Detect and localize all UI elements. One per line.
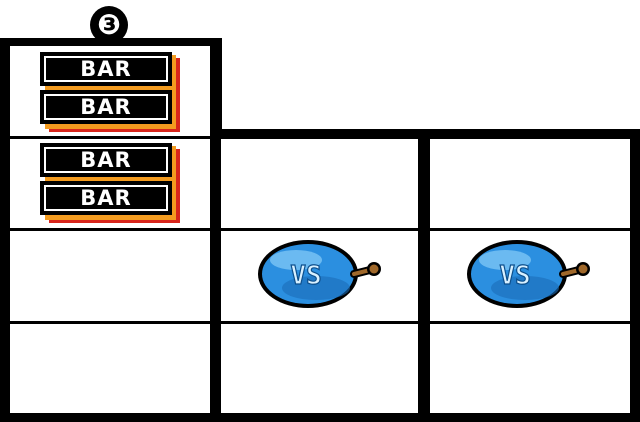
reel1-cell-3 [10,231,210,321]
bar-symbol: BAR BAR [40,52,180,132]
bar-label: BAR [80,186,132,210]
bar-label: BAR [80,148,132,172]
vs-label: VS [290,261,321,291]
bar-label: BAR [80,95,132,119]
reel2-cell-3 [221,324,418,413]
vs-bomb-icon: VS [467,240,590,308]
reel3-cell-3 [430,324,630,413]
vs-label: VS [499,261,530,291]
step-number-badge: ❸ [90,6,128,44]
reel3-cell-1 [430,139,630,228]
reel2-cell-1 [221,139,418,228]
reel1-cell-4 [10,324,210,413]
bar-label: BAR [80,57,132,81]
bar-symbol: BAR BAR [40,143,180,223]
vs-bomb-icon: VS [258,240,381,308]
